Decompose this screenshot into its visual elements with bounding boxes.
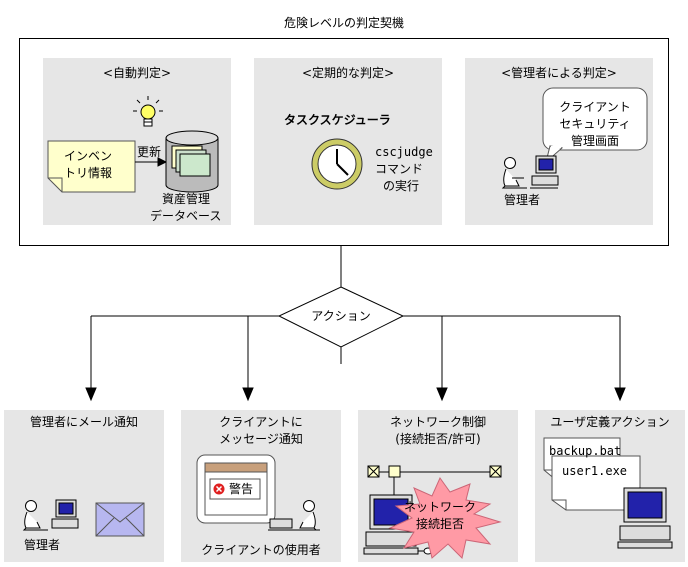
network-action-title-line1: ネットワーク制御 xyxy=(389,415,486,429)
asset-database-icon xyxy=(165,130,219,193)
update-arrow xyxy=(135,157,168,167)
page-title: 危険レベルの判定契機 xyxy=(283,16,404,30)
mail-admin-person-icon xyxy=(22,499,79,531)
command-line2: コマンド xyxy=(375,162,424,176)
admin-screen-line3: 管理画面 xyxy=(570,134,619,148)
auto-judgement-label: <自動判定> xyxy=(102,66,172,80)
database-label-line1: 資産管理 xyxy=(162,192,211,206)
arrow-to-user-action xyxy=(614,316,626,402)
inventory-note-line2: トリ情報 xyxy=(64,166,113,180)
periodic-judgement-label: <定期的な判定> xyxy=(301,66,395,80)
user-action-pc-icon xyxy=(617,487,673,549)
warning-dialog-icon xyxy=(209,478,261,500)
command-line3: の実行 xyxy=(383,179,420,193)
lightbulb-icon xyxy=(133,96,163,127)
arrow-to-mail xyxy=(85,316,97,402)
admin-screen-line1: クライアント xyxy=(559,100,631,114)
action-diamond xyxy=(277,286,405,348)
database-label-line2: データベース xyxy=(150,209,222,223)
admin-screen-line2: セキュリティ xyxy=(559,117,631,131)
connection-rejected-burst xyxy=(388,476,502,559)
command-line1: cscjudge xyxy=(375,145,433,159)
reject-label-line2: 接続拒否 xyxy=(416,517,465,531)
file-user1-icon xyxy=(551,455,641,511)
inventory-note-line1: インベン xyxy=(64,149,113,163)
admin-person-icon xyxy=(501,155,559,189)
mail-admin-label: 管理者 xyxy=(24,538,61,552)
task-scheduler-label: タスクスケジューラ xyxy=(284,113,391,127)
message-action-title-line1: クライアントに xyxy=(219,415,303,429)
inventory-note-icon xyxy=(47,140,136,193)
file-user1-label: user1.exe xyxy=(562,464,628,478)
network-segment-icon xyxy=(367,465,502,495)
action-label: アクション xyxy=(311,309,371,323)
reject-label-line1: ネットワーク xyxy=(404,500,477,514)
mail-action-panel xyxy=(4,410,164,562)
trigger-frame xyxy=(19,38,669,246)
clock-icon xyxy=(311,138,363,190)
update-label: 更新 xyxy=(137,145,162,159)
client-user-label: クライアントの使用者 xyxy=(201,543,321,557)
arrow-to-network xyxy=(436,316,448,402)
network-action-title-line2: (接続拒否/許可) xyxy=(395,432,481,446)
warning-label: 警告 xyxy=(229,482,254,496)
envelope-icon xyxy=(95,502,145,537)
user-action-title: ユーザ定義アクション xyxy=(550,415,670,429)
arrow-to-message xyxy=(242,316,254,402)
admin-screen-balloon xyxy=(542,87,648,164)
admin-label: 管理者 xyxy=(504,193,541,207)
client-user-person-icon xyxy=(268,500,320,531)
mail-action-title: 管理者にメール通知 xyxy=(29,415,138,429)
message-action-title-line2: メッセージ通知 xyxy=(219,432,303,446)
admin-judgement-label: <管理者による判定> xyxy=(501,66,617,80)
file-backup-label: backup.bat xyxy=(549,444,622,458)
